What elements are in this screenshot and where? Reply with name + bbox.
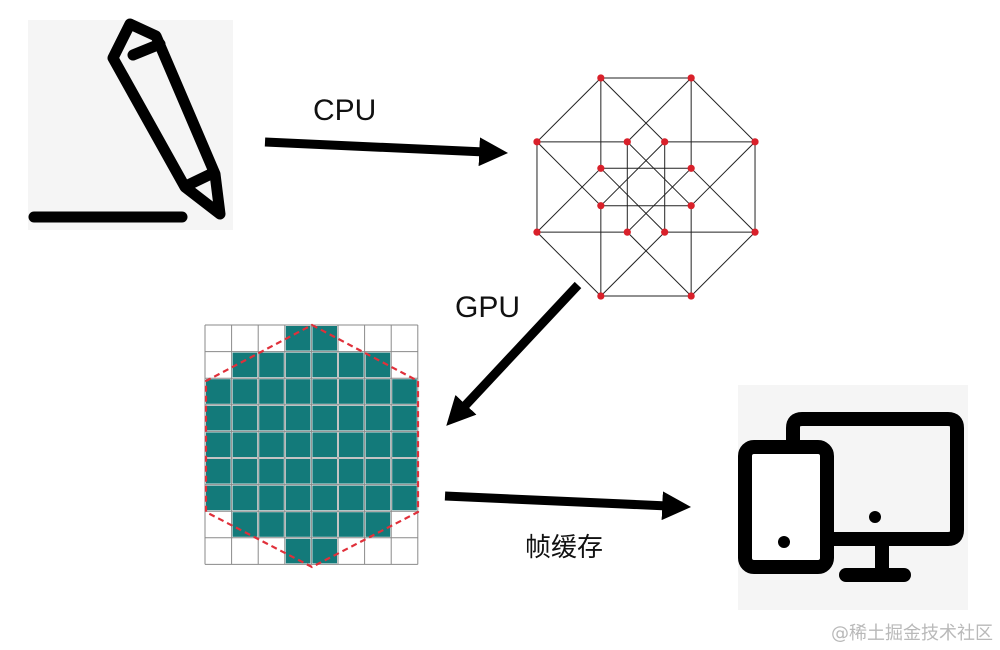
pencil-icon xyxy=(28,18,226,223)
lattice-edge xyxy=(690,77,756,143)
filled-pixel xyxy=(312,379,337,404)
filled-pixel xyxy=(392,432,417,457)
phone-and-monitor-icon xyxy=(738,412,964,582)
lattice-node xyxy=(597,292,605,300)
filled-pixel xyxy=(312,405,337,431)
frame-buffer-label: 帧缓存 xyxy=(525,533,603,563)
filled-pixel xyxy=(206,379,231,404)
filled-pixel xyxy=(285,432,311,457)
filled-pixel xyxy=(365,432,391,457)
lattice-edge xyxy=(536,77,602,143)
filled-pixel xyxy=(259,432,284,457)
filled-pixel xyxy=(312,485,337,511)
frame-buffer-arrow xyxy=(444,491,692,521)
lattice-node xyxy=(623,228,631,236)
filled-pixel xyxy=(312,352,337,378)
lattice-node xyxy=(687,292,695,300)
filled-pixel xyxy=(232,459,258,484)
lattice-edge xyxy=(690,141,756,207)
filled-pixel xyxy=(392,379,417,404)
filled-pixel xyxy=(206,405,231,431)
filled-pixel xyxy=(259,352,284,378)
lattice-node xyxy=(661,138,669,146)
watermark: @稀土掘金技术社区 xyxy=(831,623,993,644)
cpu-label: CPU xyxy=(313,94,376,127)
filled-pixel xyxy=(392,459,417,484)
lattice-edge xyxy=(626,231,692,297)
filled-pixel xyxy=(285,405,311,431)
filled-pixel xyxy=(392,405,417,431)
filled-pixel xyxy=(365,379,391,404)
filled-pixel xyxy=(232,485,258,511)
filled-pixel xyxy=(339,352,364,378)
lattice-node xyxy=(623,138,631,146)
filled-pixel xyxy=(285,485,311,511)
filled-pixel xyxy=(312,432,337,457)
lattice-edge xyxy=(600,77,666,143)
lattice-node xyxy=(533,228,541,236)
filled-pixel xyxy=(312,326,337,351)
lattice-node xyxy=(687,74,695,82)
vertex-lattice xyxy=(533,74,759,300)
lattice-edge xyxy=(536,231,602,297)
lattice-edge xyxy=(536,167,602,233)
phone-button-dot xyxy=(778,536,790,548)
filled-pixel xyxy=(285,512,311,537)
lattice-node xyxy=(751,228,759,236)
filled-pixel xyxy=(365,485,391,511)
filled-pixel xyxy=(365,459,391,484)
filled-pixel xyxy=(206,459,231,484)
filled-pixel xyxy=(339,459,364,484)
filled-pixel xyxy=(259,485,284,511)
filled-pixel xyxy=(232,405,258,431)
lattice-node xyxy=(533,138,541,146)
lattice-node xyxy=(597,74,605,82)
filled-pixel xyxy=(365,405,391,431)
lattice-edge xyxy=(690,167,756,233)
lattice-edge xyxy=(600,167,666,233)
filled-pixel xyxy=(285,379,311,404)
filled-pixel xyxy=(312,512,337,537)
hexagon-outline xyxy=(204,323,420,569)
filled-pixel xyxy=(312,459,337,484)
lattice-edge xyxy=(626,141,692,207)
lattice-edge xyxy=(626,77,692,143)
filled-pixel xyxy=(285,326,311,351)
rasterized-pixel-grid xyxy=(204,323,420,569)
lattice-node xyxy=(751,138,759,146)
lattice-node xyxy=(661,228,669,236)
filled-pixel xyxy=(232,432,258,457)
filled-pixel xyxy=(285,352,311,378)
filled-pixel xyxy=(339,405,364,431)
filled-pixel xyxy=(206,432,231,457)
filled-pixel xyxy=(339,432,364,457)
lattice-node xyxy=(597,202,605,210)
filled-pixel xyxy=(339,379,364,404)
lattice-edge xyxy=(690,231,756,297)
filled-pixel xyxy=(339,512,364,537)
lattice-edge xyxy=(600,141,666,207)
monitor-dot xyxy=(869,511,881,523)
filled-pixel xyxy=(365,512,391,537)
lattice-node xyxy=(597,164,605,172)
filled-pixel xyxy=(259,379,284,404)
lattice-node xyxy=(687,202,695,210)
gpu-arrow xyxy=(446,281,582,426)
filled-pixel xyxy=(259,512,284,537)
lattice-edge xyxy=(600,231,666,297)
lattice-edge xyxy=(536,141,602,207)
filled-pixel xyxy=(285,459,311,484)
filled-pixel xyxy=(392,485,417,511)
filled-pixel xyxy=(285,538,311,564)
lattice-node xyxy=(687,164,695,172)
filled-pixel xyxy=(259,459,284,484)
lattice-edge xyxy=(626,167,692,233)
filled-pixel xyxy=(206,485,231,511)
cpu-arrow xyxy=(264,137,509,167)
filled-pixel xyxy=(232,379,258,404)
gpu-label: GPU xyxy=(455,291,520,324)
filled-pixel xyxy=(339,485,364,511)
filled-pixel xyxy=(259,405,284,431)
